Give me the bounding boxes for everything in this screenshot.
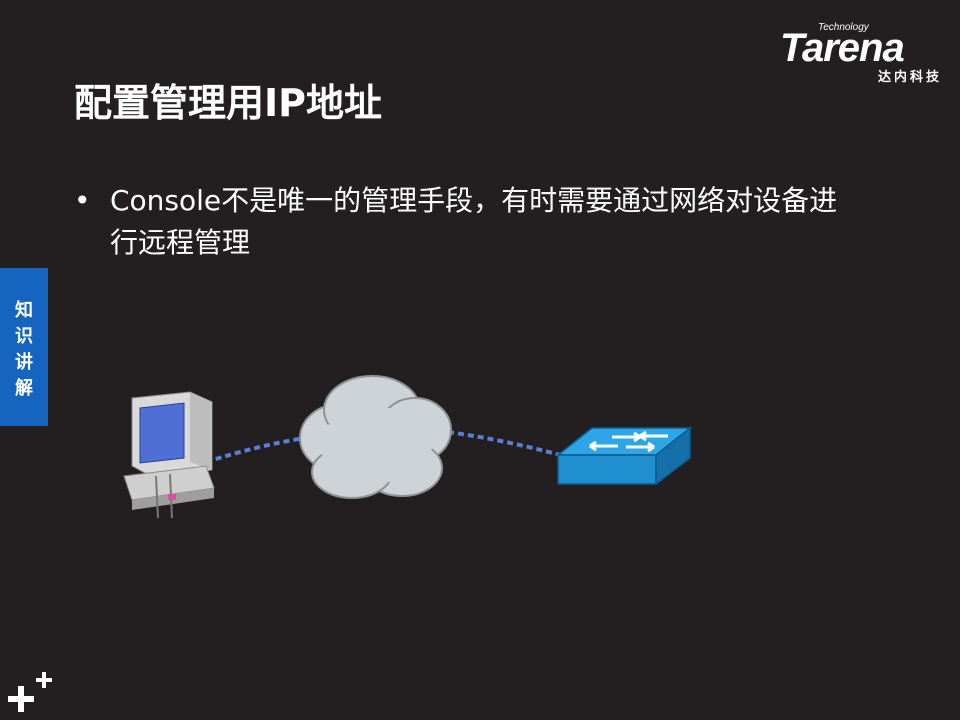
side-tab[interactable]: 知识讲解 — [0, 268, 48, 426]
side-tab-label: 知识讲解 — [15, 300, 33, 399]
logo-cn-name: 达内科技 — [877, 70, 942, 85]
plus-logo-icon — [8, 672, 52, 712]
logo-tagline: Technology — [818, 22, 869, 33]
tarena-logo: Technology Tarena 达内科技 — [780, 22, 948, 85]
pc-icon — [123, 391, 215, 519]
bullet-marker: • — [74, 184, 91, 217]
cloud-switch-link — [447, 430, 561, 457]
cloud-icon — [299, 375, 452, 499]
slide-title: 配置管理用IP地址 — [74, 81, 382, 125]
switch-icon — [555, 426, 693, 486]
bullet-text: Console不是唯一的管理手段，有时需要通过网络对设备进行远程管理 — [110, 184, 838, 259]
logo-name: Tarena — [780, 26, 905, 70]
pc-cloud-link — [205, 436, 306, 464]
